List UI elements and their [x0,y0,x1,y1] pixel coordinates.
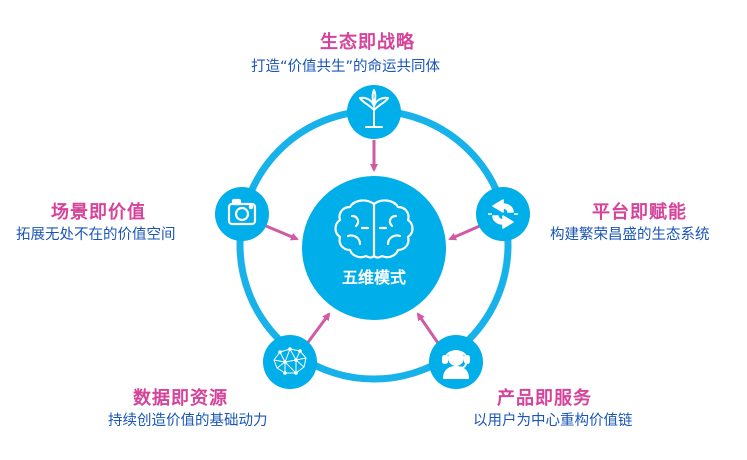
strategy-subtitle: 打造“价值共生”的命运共同体 [251,59,441,75]
cycle-arrows-icon [488,199,518,229]
arrow-product [416,312,440,344]
node-product [429,335,483,389]
data-subtitle: 持续创造价值的基础动力 [108,413,268,429]
sprout-icon [359,89,389,128]
strategy-title: 生态即战略 [320,32,415,53]
data-title: 数据即资源 [133,388,228,409]
product-subtitle: 以用户为中心重构价值链 [473,413,633,429]
camera-icon [227,198,257,226]
node-strategy [347,85,401,139]
headset-agent-icon [442,350,470,379]
brain-icon [334,199,414,259]
product-title: 产品即服务 [497,388,592,409]
node-scene [215,187,269,241]
scene-title: 场景即价值 [51,202,146,223]
node-data [263,335,317,389]
node-platform [476,187,530,241]
platform-subtitle: 构建繁荣昌盛的生态系统 [550,227,710,243]
center-hub [302,176,446,320]
center-label: 五维模式 [342,268,406,287]
scene-subtitle: 拓展无处不在的价值空间 [16,227,176,243]
arrow-platform [448,223,483,241]
network-mesh-icon [273,347,307,375]
arrow-scene [265,224,299,241]
platform-title: 平台即赋能 [592,202,687,223]
arrow-data [304,312,331,346]
